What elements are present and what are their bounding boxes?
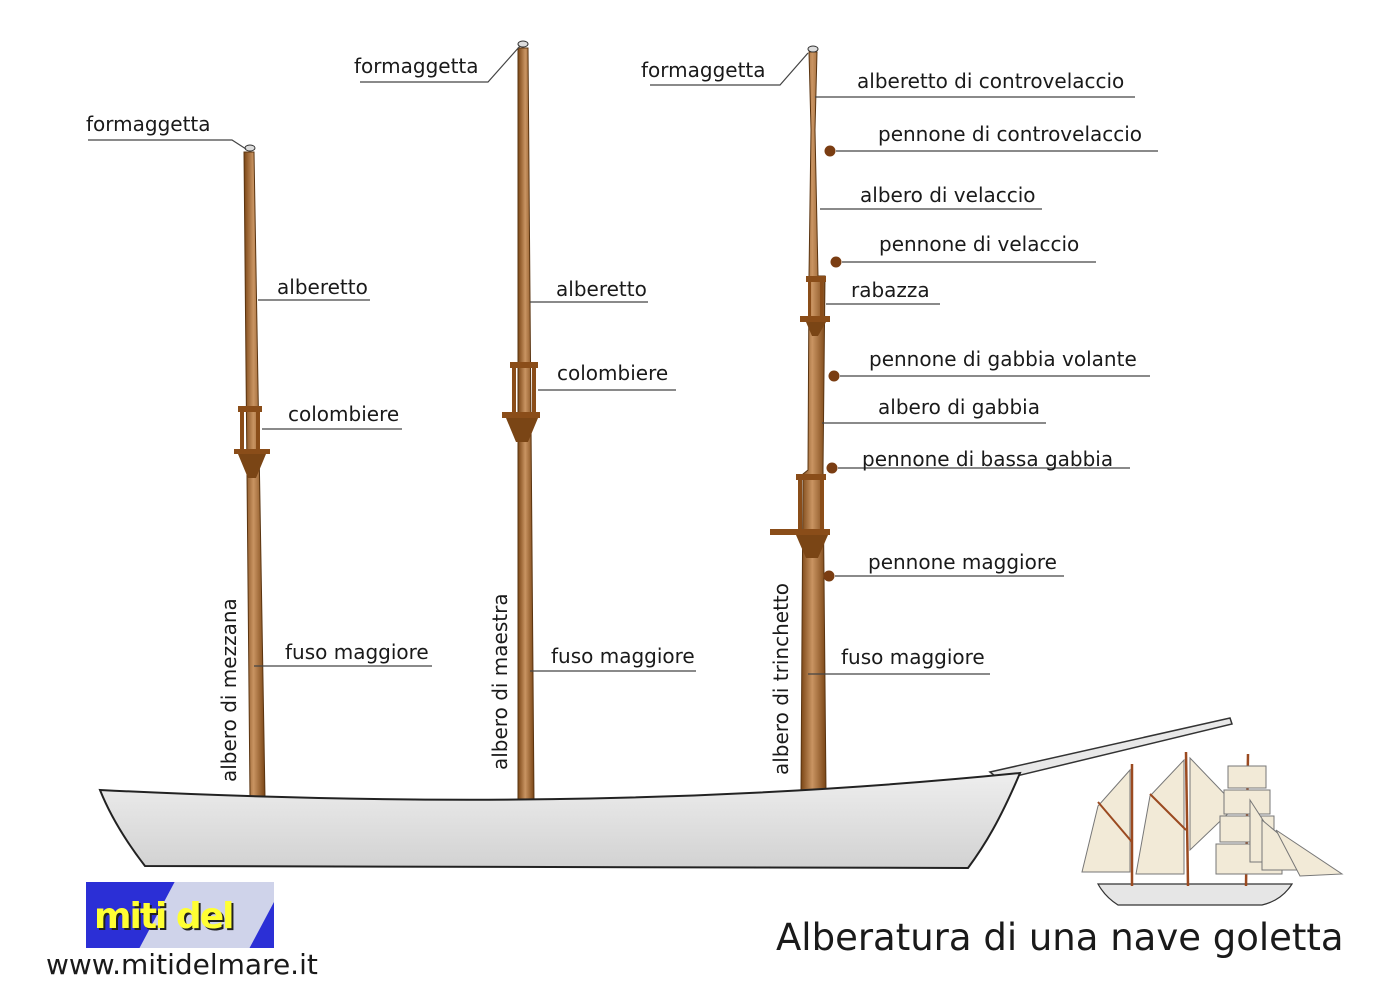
fore-pennone-di-bassa-gabbia-label: pennone di bassa gabbia <box>862 447 1114 471</box>
fore-pennone-di-controvelaccio-label: pennone di controvelaccio <box>878 122 1143 146</box>
schooner-thumbnail <box>1081 751 1344 906</box>
fore-mast-name: albero di trinchetto <box>769 583 793 775</box>
website-url[interactable]: www.mitidelmare.it <box>46 948 318 981</box>
main-alberetto-label: alberetto <box>556 277 647 301</box>
fore-pennone-di-velaccio-label: pennone di velaccio <box>879 232 1080 256</box>
diagram-title: Alberatura di una nave goletta <box>776 916 1344 959</box>
mizzen-alberetto-label: alberetto <box>277 275 368 299</box>
logo-text: miti del mare <box>94 896 234 948</box>
fore-rabazza-label: rabazza <box>851 278 930 302</box>
miti-del-mare-logo[interactable]: miti del mare <box>86 882 274 948</box>
fore-albero-di-velaccio-label: albero di velaccio <box>860 183 1036 207</box>
mizzen-colombiere-label: colombiere <box>288 402 400 426</box>
mizzen-fuso-maggiore-label: fuso maggiore <box>285 640 429 664</box>
fore-fuso-maggiore-label: fuso maggiore <box>841 645 985 669</box>
mizzen-mast-name: albero di mezzana <box>217 598 241 782</box>
fore-pennone-di-gabbia-volante-label: pennone di gabbia volante <box>869 347 1137 371</box>
mizzen-formaggetta-label: formaggetta <box>86 112 211 136</box>
ship-hull <box>98 771 1022 870</box>
fore-albero-di-gabbia-label: albero di gabbia <box>878 395 1040 419</box>
main-formaggetta-label: formaggetta <box>354 54 479 78</box>
leader-lines <box>88 45 1158 675</box>
yard-markers <box>823 145 842 582</box>
main-colombiere-label: colombiere <box>557 361 669 385</box>
main-mast <box>502 40 540 803</box>
fore-alberetto-di-controvelaccio-label: alberetto di controvelaccio <box>857 69 1125 93</box>
main-fuso-maggiore-label: fuso maggiore <box>551 644 695 668</box>
fore-mast <box>770 45 830 793</box>
fore-pennone-maggiore-label: pennone maggiore <box>868 550 1057 574</box>
main-mast-name: albero di maestra <box>488 593 512 770</box>
fore-formaggetta-label: formaggetta <box>641 58 766 82</box>
